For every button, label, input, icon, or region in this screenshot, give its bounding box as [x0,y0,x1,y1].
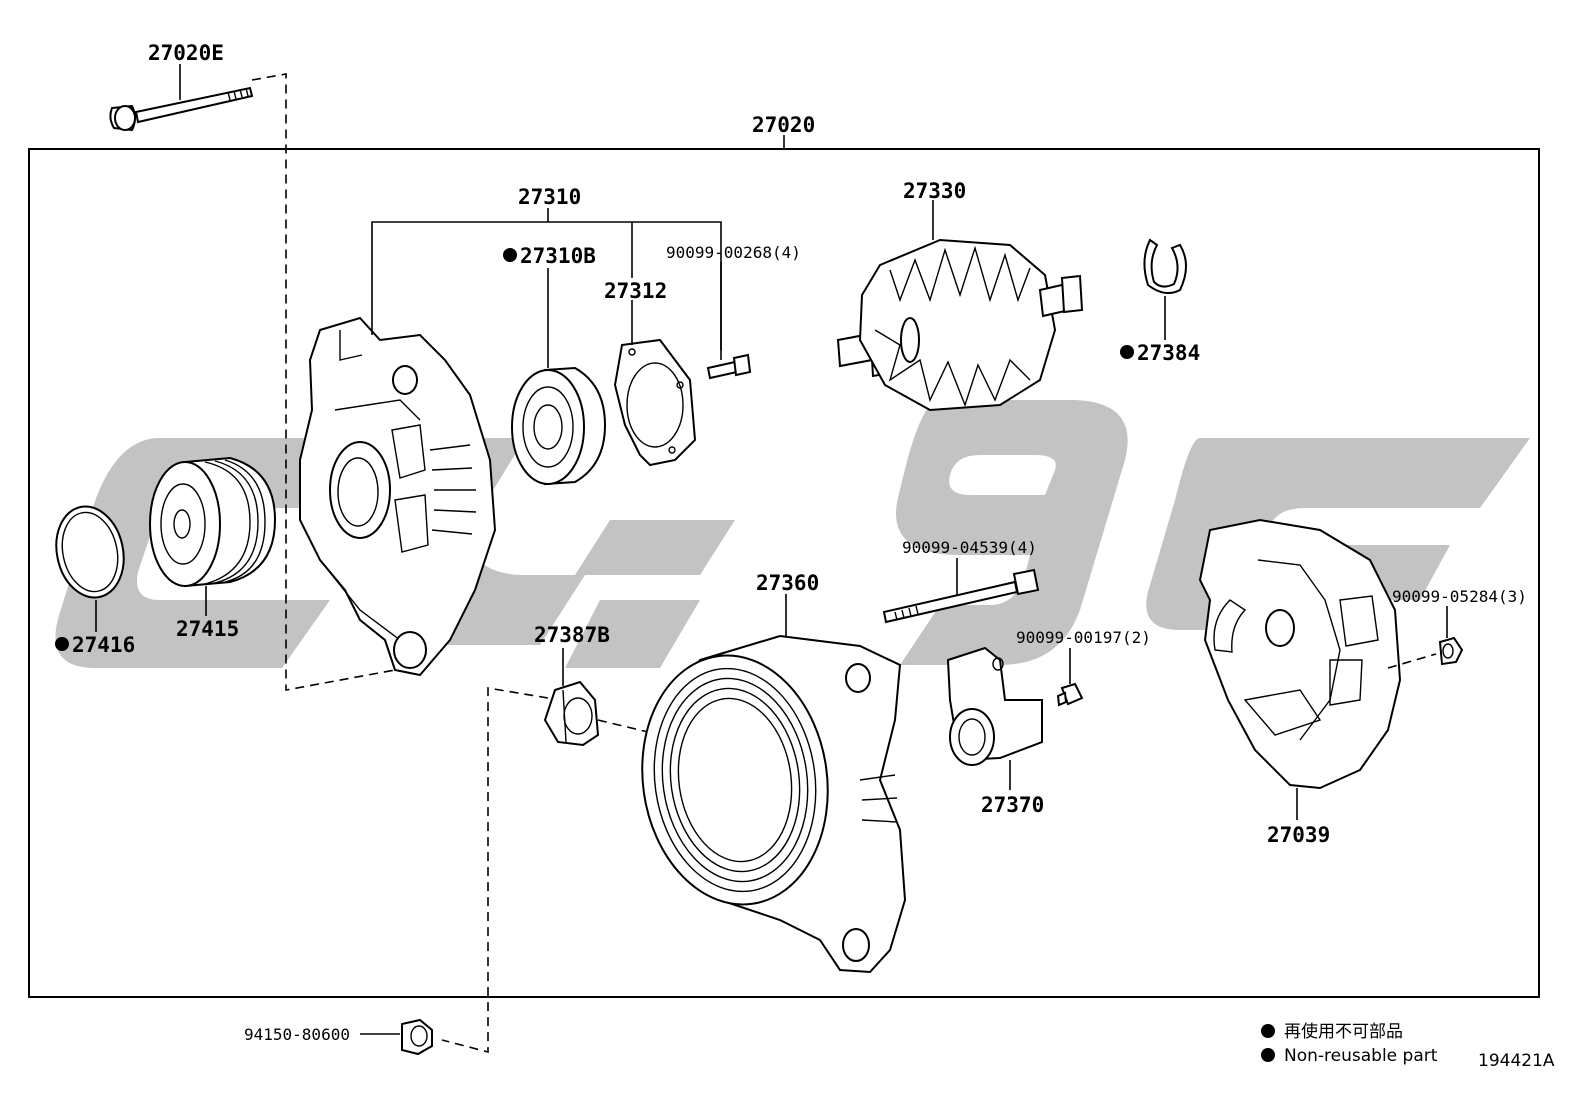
legend-english: Non-reusable part [1284,1046,1438,1066]
label-90099-05284: 90099-05284(3) [1392,587,1527,606]
drive-end-frame-27310[interactable] [299,316,497,677]
nut-94150-80600[interactable] [401,1018,433,1056]
label-27020e: 27020E [148,41,224,65]
brush-holder-27370[interactable] [946,646,1043,766]
rear-frame-27360[interactable] [626,634,907,974]
legend: 再使用不可部品 Non-reusable part [1261,1021,1438,1066]
pulley-27415[interactable] [149,456,277,588]
label-94150-80600: 94150-80600 [244,1025,350,1044]
label-27020: 27020 [752,113,815,137]
label-27312: 27312 [604,279,667,303]
figure-code: 194421A [1478,1051,1555,1071]
label-27416: 27416 [72,633,135,657]
snap-ring-27384[interactable] [1143,238,1187,295]
screw-90099-00268[interactable] [706,353,752,380]
ring-27416[interactable] [48,500,132,604]
label-27310b: 27310B [520,244,596,268]
legend-marker-jp [1261,1024,1275,1038]
through-bolt-90099-04539[interactable] [882,568,1040,624]
bearing-27310b[interactable] [511,366,607,486]
nut-90099-05284[interactable] [1438,636,1464,666]
label-27387b: 27387B [534,623,610,647]
bolt-27020e[interactable] [109,86,254,132]
label-27415: 27415 [176,617,239,641]
label-27360: 27360 [756,571,819,595]
screw-90099-00197[interactable] [1056,682,1084,707]
label-27370: 27370 [981,793,1044,817]
retainer-plate-27312[interactable] [613,338,697,467]
non-reusable-marker-27310b [503,248,517,262]
legend-marker-en [1261,1048,1275,1062]
label-90099-00197: 90099-00197(2) [1016,628,1151,647]
rotor-27330[interactable] [836,238,1084,412]
label-27310: 27310 [518,185,581,209]
label-90099-04539: 90099-04539(4) [902,538,1037,557]
label-27039: 27039 [1267,823,1330,847]
label-27384: 27384 [1137,341,1200,365]
legend-japanese: 再使用不可部品 [1284,1021,1403,1042]
non-reusable-marker-27384 [1120,345,1134,359]
non-reusable-marker-27416 [55,637,69,651]
insulator-27387b[interactable] [543,680,600,747]
label-90099-00268: 90099-00268(4) [666,243,801,262]
rear-cover-27039[interactable] [1198,518,1402,790]
label-27330: 27330 [903,179,966,203]
